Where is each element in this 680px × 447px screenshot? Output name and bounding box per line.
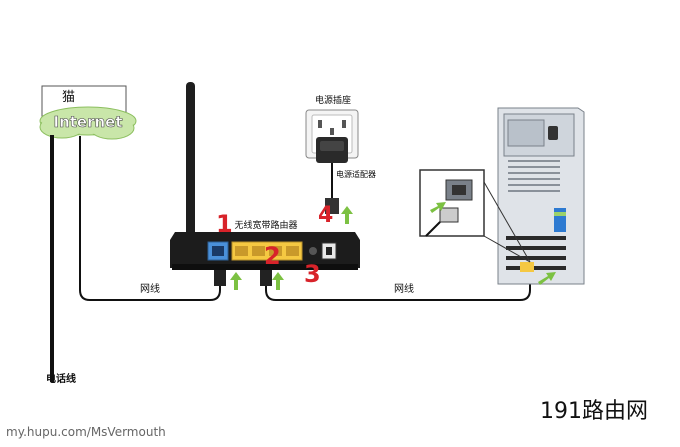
arrow-pc <box>538 272 556 285</box>
power-adapter-label: 电源适配器 <box>336 169 376 179</box>
arrow-wan <box>230 272 242 290</box>
internet-cloud <box>39 106 137 140</box>
arrows <box>230 206 353 290</box>
pc-tower <box>497 107 585 285</box>
antenna <box>186 82 195 242</box>
network-cable-left <box>79 136 221 301</box>
step-number-1: 1 <box>216 210 233 238</box>
power-outlet: 电源插座 <box>305 94 359 163</box>
arrow-lan <box>272 272 284 290</box>
phone-line-label: 电话线 <box>46 372 76 385</box>
internet-label: Internet <box>53 113 122 131</box>
modem-title: 猫 <box>62 90 75 105</box>
arrow-power <box>341 206 353 224</box>
step-number-2: 2 <box>264 242 281 270</box>
power-outlet-label: 电源插座 <box>315 94 351 106</box>
lan-ports <box>231 241 303 261</box>
cable-label-right: 网线 <box>394 282 414 295</box>
router-label: 无线宽带路由器 <box>234 219 297 231</box>
brand-logo: 191路由网 <box>540 399 648 424</box>
lan-plug <box>260 270 272 286</box>
reset-button <box>309 247 317 255</box>
step-number-4: 4 <box>318 203 333 228</box>
modem: 猫 Internet <box>39 85 137 140</box>
network-cable-right <box>265 270 531 301</box>
step-number-3: 3 <box>304 260 321 288</box>
router: 无线宽带路由器 <box>170 82 360 270</box>
cable-label-left: 网线 <box>140 282 160 295</box>
ethernet-zoom-callout <box>419 169 531 263</box>
wan-plug <box>214 270 226 286</box>
watermark-url: my.hupu.com/MsVermouth <box>6 425 166 439</box>
